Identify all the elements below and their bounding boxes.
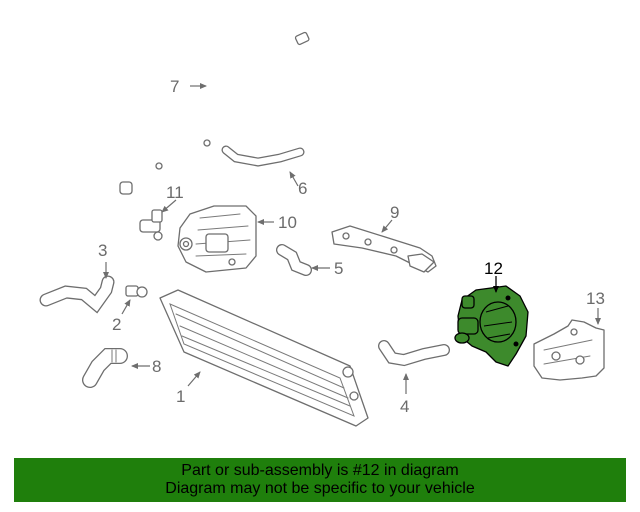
leader-lines bbox=[103, 83, 601, 394]
callout-2: 2 bbox=[112, 315, 121, 334]
callout-3: 3 bbox=[98, 241, 107, 260]
info-banner: Part or sub-assembly is #12 in diagram D… bbox=[14, 458, 626, 502]
part-3-hose bbox=[39, 275, 115, 314]
callout-12: 12 bbox=[484, 259, 503, 278]
part-4-hose bbox=[378, 340, 450, 367]
part-8-hose bbox=[82, 348, 128, 388]
callout-7: 7 bbox=[170, 77, 179, 96]
callout-9: 9 bbox=[390, 203, 399, 222]
part-9-bracket bbox=[331, 225, 437, 273]
callout-1: 1 bbox=[176, 387, 185, 406]
part-7-tube bbox=[119, 31, 310, 195]
banner-line-2: Diagram may not be specific to your vehi… bbox=[165, 480, 475, 497]
callout-4: 4 bbox=[400, 397, 409, 416]
part-6-hose bbox=[221, 145, 305, 167]
banner-line-1: Part or sub-assembly is #12 in diagram bbox=[181, 462, 459, 479]
part-13-bracket bbox=[533, 319, 605, 381]
callout-6: 6 bbox=[298, 179, 307, 198]
part-1-radiator bbox=[159, 289, 369, 427]
part-11-sensor bbox=[139, 209, 163, 241]
callout-8: 8 bbox=[152, 357, 161, 376]
callout-10: 10 bbox=[278, 213, 297, 232]
part-5-elbow-hose bbox=[276, 244, 312, 276]
part-12-pump bbox=[454, 285, 529, 367]
callout-5: 5 bbox=[334, 259, 343, 278]
callout-13: 13 bbox=[586, 289, 605, 308]
part-10-reservoir bbox=[177, 205, 257, 273]
part-2-plug bbox=[125, 285, 148, 298]
callout-11: 11 bbox=[166, 183, 184, 202]
parts-diagram: 7 6 11 10 9 5 3 2 8 1 4 13 12 bbox=[39, 31, 605, 427]
